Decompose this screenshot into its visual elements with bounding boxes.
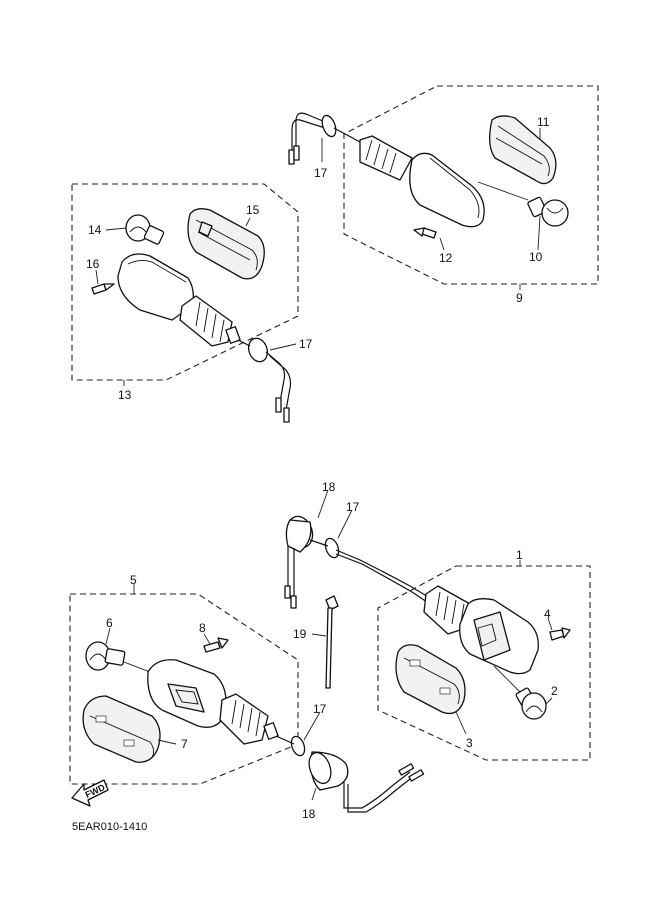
callout-15: 15: [246, 203, 260, 217]
screw-8: [203, 637, 229, 653]
bulb-6: [85, 641, 126, 671]
callout-6: 6: [106, 616, 113, 630]
center-wire: [309, 539, 431, 605]
callout-12: 12: [439, 251, 453, 265]
wire-connector: [290, 595, 297, 609]
wire-to-signal: [333, 127, 363, 144]
assembly-13-boundary: [71, 183, 299, 381]
wire-connector: [408, 769, 425, 782]
signal-stem: [359, 135, 413, 181]
callout-9: 9: [516, 291, 523, 305]
callout-2: 2: [551, 684, 558, 698]
callout-3: 3: [466, 736, 473, 750]
grommet-17-top: [321, 114, 337, 138]
bulb-10: [527, 196, 569, 227]
screw-4: [549, 627, 571, 641]
signal-housing: [409, 152, 485, 228]
signal-housing-inner: [473, 611, 511, 661]
signal-stem-ribs: [365, 139, 397, 174]
callout-18: 18: [302, 807, 316, 821]
wire-connector: [275, 397, 282, 413]
callout-17: 17: [314, 166, 328, 180]
assembly-13: 14 15 16 17 13: [71, 183, 313, 423]
grommet-18-top-shell: [285, 519, 312, 553]
callout-17: 17: [346, 500, 360, 514]
callout-13: 13: [118, 388, 132, 402]
callout-14: 14: [88, 223, 102, 237]
signal-housing-edge: [429, 157, 480, 219]
wire-to-grommet: [275, 735, 295, 745]
assembly-1-boundary: [377, 565, 591, 761]
callout-16: 16: [86, 257, 100, 271]
grommet-17-bottom: [290, 735, 306, 757]
grommet-17-left: [247, 337, 269, 363]
wire-connector: [288, 149, 295, 165]
callout-1: 1: [516, 548, 523, 562]
clamp-19: [325, 595, 339, 689]
signal-housing-edge: [127, 259, 187, 283]
callout-17: 17: [313, 702, 327, 716]
assembly-9: 17 12 10 11 9: [288, 85, 599, 305]
signal-nut: [263, 722, 279, 740]
wire-connector: [398, 763, 415, 776]
wire-connector: [284, 585, 291, 599]
signal-stem-ribs: [195, 301, 225, 343]
lens-7: [82, 695, 161, 763]
lens-11: [488, 115, 557, 185]
screw-12: [413, 227, 437, 239]
wire-connector: [283, 407, 290, 423]
assembly-5: 5 6 8 7 17 18: [69, 573, 425, 821]
callout-5: 5: [130, 573, 137, 587]
wire-connector: [293, 145, 300, 161]
callout-11: 11: [537, 115, 550, 129]
signal-stem-ribs: [435, 591, 465, 629]
signal-stem-ribs: [231, 699, 261, 737]
signal-housing: [117, 253, 194, 321]
diagram-code: 5EAR010-1410: [72, 821, 147, 833]
assembly-1: 1 4 2 3: [377, 548, 591, 761]
callout-18: 18: [322, 480, 336, 494]
wire-harness-18-bottom: [343, 771, 415, 813]
callout-7: 7: [181, 737, 188, 751]
callout-8: 8: [199, 621, 206, 635]
lens-3: [395, 644, 466, 715]
callout-4: 4: [544, 607, 551, 621]
lens-15: [187, 208, 265, 280]
bulb-2: [515, 687, 547, 720]
bulb-14: [125, 214, 165, 245]
callout-10: 10: [529, 250, 543, 264]
grommet-17-center: [324, 537, 340, 559]
wire-harness-17-top: [291, 112, 331, 158]
callout-17: 17: [299, 337, 313, 351]
signal-nut: [225, 326, 241, 344]
wire-harness-17-left: [237, 339, 292, 411]
callout-19: 19: [293, 627, 307, 641]
wire-harness-18-top: [287, 546, 295, 600]
grommet-18-bottom-face: [308, 751, 332, 785]
screw-16: [91, 283, 115, 295]
signal-stem: [219, 693, 269, 745]
harness-center: 18 17 19: [284, 480, 431, 689]
